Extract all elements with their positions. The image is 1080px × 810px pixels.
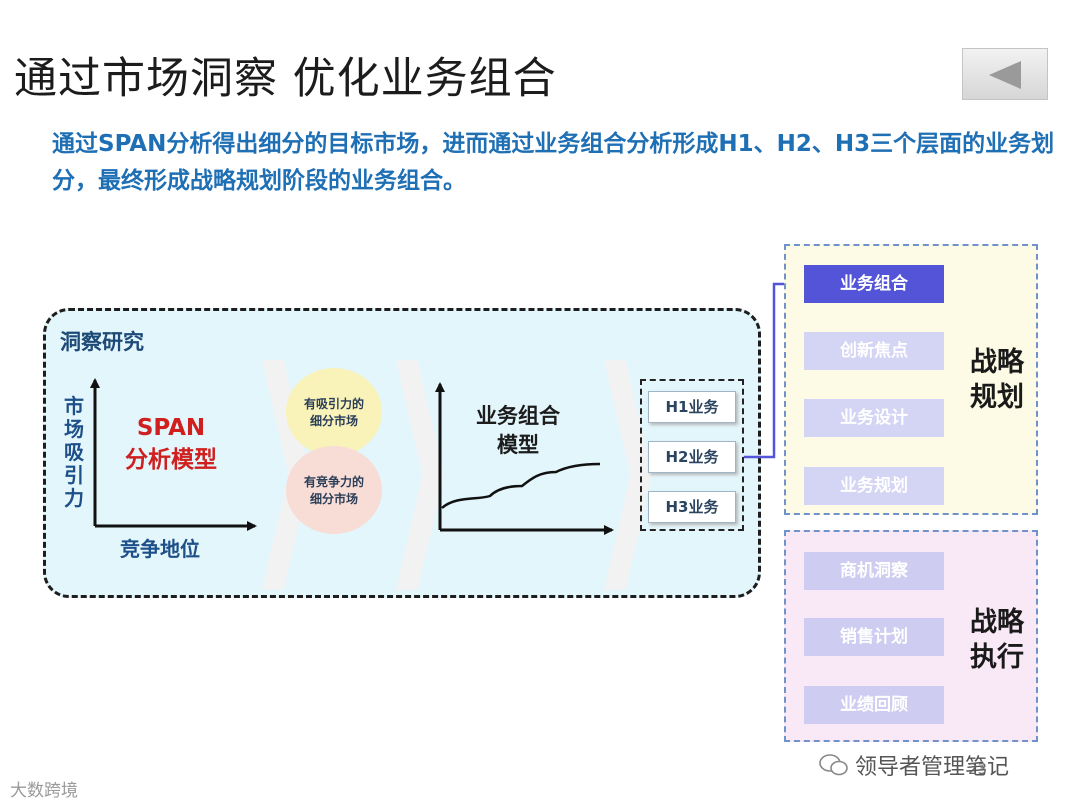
growth-curve bbox=[441, 462, 601, 509]
back-arrow-icon bbox=[989, 61, 1021, 89]
step-opportunity-insight[interactable]: 商机洞察 bbox=[804, 552, 944, 590]
step-business-design[interactable]: 业务设计 bbox=[804, 399, 944, 437]
exec-title-line1: 战略 bbox=[970, 607, 1024, 638]
attractive-segment-bubble: 有吸引力的 细分市场 bbox=[286, 368, 382, 456]
step-sales-plan[interactable]: 销售计划 bbox=[804, 618, 944, 656]
model-title-line2: 模型 bbox=[497, 433, 539, 457]
span-title-line2: 分析模型 bbox=[125, 447, 217, 473]
step-business-portfolio[interactable]: 业务组合 bbox=[804, 265, 944, 303]
horizons-container bbox=[640, 379, 744, 531]
h2-business-button[interactable]: H2业务 bbox=[648, 441, 736, 473]
strategy-execution-title: 战略 执行 bbox=[960, 605, 1034, 675]
watermark-brand: 大数跨境 bbox=[10, 781, 78, 801]
strategy-planning-title: 战略 规划 bbox=[960, 345, 1034, 415]
span-x-label: 竞争地位 bbox=[120, 537, 200, 561]
plan-title-line1: 战略 bbox=[970, 347, 1024, 378]
wechat-icon bbox=[819, 754, 848, 776]
step-business-planning[interactable]: 业务规划 bbox=[804, 467, 944, 505]
bubble1-line2: 细分市场 bbox=[309, 414, 358, 428]
step-performance-review[interactable]: 业绩回顾 bbox=[804, 686, 944, 724]
page-title: 通过市场洞察 优化业务组合 bbox=[14, 54, 557, 104]
span-y-label: 市场吸引力 bbox=[64, 394, 84, 510]
h1-business-button[interactable]: H1业务 bbox=[648, 391, 736, 423]
bubble1-line1: 有吸引力的 bbox=[303, 397, 364, 411]
span-model-title: SPAN 分析模型 bbox=[116, 412, 226, 476]
h3-business-button[interactable]: H3业务 bbox=[648, 491, 736, 523]
step-innovation-focus[interactable]: 创新焦点 bbox=[804, 332, 944, 370]
watermark-text: 领导者管理笔记 bbox=[855, 755, 1010, 780]
portfolio-model-title: 业务组合 模型 bbox=[458, 402, 578, 460]
bubble2-line2: 细分市场 bbox=[309, 492, 358, 506]
back-button[interactable] bbox=[962, 48, 1048, 100]
research-label: 洞察研究 bbox=[60, 330, 144, 354]
slide-number: 23 bbox=[968, 760, 988, 778]
competitive-segment-bubble: 有竞争力的 细分市场 bbox=[286, 446, 382, 534]
exec-title-line2: 执行 bbox=[970, 642, 1024, 673]
model-title-line1: 业务组合 bbox=[476, 404, 560, 428]
subtitle: 通过SPAN分析得出细分的目标市场，进而通过业务组合分析形成H1、H2、H3三个… bbox=[52, 131, 1055, 194]
span-title-line1: SPAN bbox=[136, 415, 206, 441]
plan-title-line2: 规划 bbox=[970, 382, 1024, 413]
bubble2-line1: 有竞争力的 bbox=[303, 475, 364, 489]
